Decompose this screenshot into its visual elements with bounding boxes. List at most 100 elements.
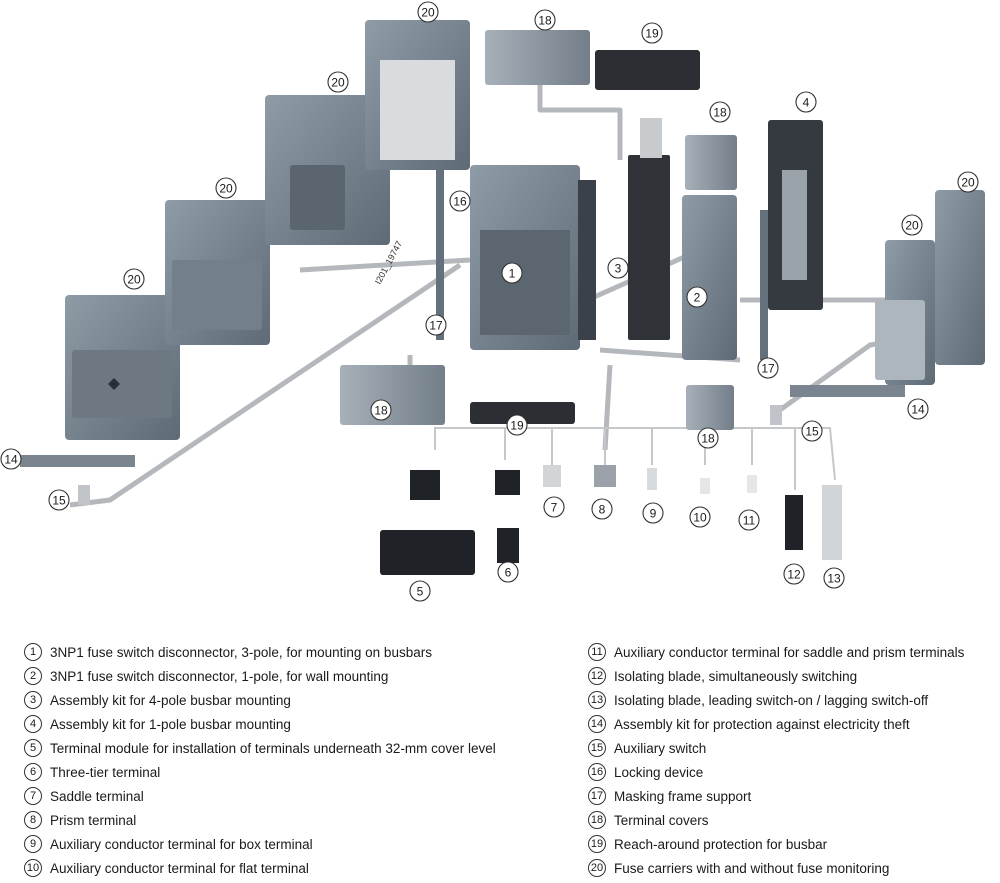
legend-text: Locking device (614, 764, 704, 780)
callout-18: 18 (709, 101, 731, 123)
legend-item-6: 6 Three-tier terminal (24, 760, 584, 784)
fuse-switch-1-pole (682, 135, 737, 430)
masking-frame-support-left (436, 170, 444, 340)
callout-1: 1 (501, 262, 523, 284)
callout-8: 8 (591, 498, 613, 520)
legend-number: 9 (24, 835, 42, 853)
callout-9: 9 (642, 502, 664, 524)
legend-number: 6 (24, 763, 42, 781)
legend-text: Saddle terminal (50, 788, 144, 804)
callout-20: 20 (417, 1, 439, 23)
svg-text:20: 20 (905, 219, 919, 233)
assembly-kit-4-pole (628, 118, 670, 340)
legend-number: 17 (588, 787, 606, 805)
theft-protection-kit-left (20, 455, 135, 467)
svg-text:16: 16 (453, 195, 467, 209)
callout-12: 12 (783, 563, 805, 585)
svg-text:8: 8 (599, 503, 606, 517)
callout-5: 5 (409, 580, 431, 602)
callout-17: 17 (757, 357, 779, 379)
legend-number: 5 (24, 739, 42, 757)
fuse-carrier-right-1 (875, 240, 935, 385)
legend-number: 14 (588, 715, 606, 733)
callout-18: 18 (370, 399, 392, 421)
callout-18: 18 (534, 9, 556, 31)
callout-15: 15 (48, 489, 70, 511)
callout-15: 15 (801, 420, 823, 442)
svg-text:2: 2 (694, 291, 701, 305)
legend-number: 7 (24, 787, 42, 805)
legend-text: Terminal covers (614, 812, 709, 828)
prism-terminal (594, 465, 616, 487)
callout-4: 4 (795, 91, 817, 113)
assembly-kit-1-pole (768, 120, 823, 310)
legend-text: Auxiliary conductor terminal for flat te… (50, 860, 309, 876)
callout-7: 7 (543, 496, 565, 518)
legend-item-18: 18 Terminal covers (588, 808, 998, 832)
svg-text:19: 19 (645, 27, 659, 41)
callout-14: 14 (907, 398, 929, 420)
masking-frame-support-right (760, 210, 768, 360)
legend-number: 10 (24, 859, 42, 877)
legend-text: Three-tier terminal (50, 764, 161, 780)
legend-text: Isolating blade, simultaneously switchin… (614, 668, 858, 684)
legend-number: 2 (24, 667, 42, 685)
legend-number: 12 (588, 667, 606, 685)
svg-text:20: 20 (219, 182, 233, 196)
svg-text:7: 7 (551, 501, 558, 515)
legend-number: 11 (588, 643, 606, 661)
callout-3: 3 (607, 257, 629, 279)
svg-text:20: 20 (331, 76, 345, 90)
callout-19: 19 (506, 414, 528, 436)
callout-10: 10 (689, 506, 711, 528)
svg-text:17: 17 (429, 319, 443, 333)
legend-item-16: 16 Locking device (588, 760, 998, 784)
terminal-module (380, 470, 475, 575)
callout-20: 20 (123, 268, 145, 290)
legend-number: 4 (24, 715, 42, 733)
legend-number: 1 (24, 643, 42, 661)
legend-column-left: 1 3NP1 fuse switch disconnector, 3-pole, … (24, 640, 584, 880)
svg-text:17: 17 (761, 362, 775, 376)
isolating-blade-simultaneous (785, 495, 803, 550)
legend-text: Auxiliary conductor terminal for box ter… (50, 836, 313, 852)
svg-text:5: 5 (417, 585, 424, 599)
legend-item-1: 1 3NP1 fuse switch disconnector, 3-pole, … (24, 640, 584, 664)
svg-text:15: 15 (805, 425, 819, 439)
aux-terminal-saddle-prism (747, 475, 757, 493)
terminal-cover-bottom (340, 365, 445, 425)
svg-text:9: 9 (650, 507, 657, 521)
legend-text: Assembly kit for protection against elec… (614, 716, 910, 732)
legend-number: 15 (588, 739, 606, 757)
svg-text:20: 20 (961, 176, 975, 190)
svg-text:11: 11 (743, 514, 756, 528)
fuse-switch-3-pole (470, 165, 596, 350)
legend-number: 18 (588, 811, 606, 829)
legend-text: Reach-around protection for busbar (614, 836, 828, 852)
svg-text:13: 13 (827, 572, 841, 586)
fuse-carrier-open (365, 20, 470, 170)
callout-20: 20 (327, 71, 349, 93)
legend-text: 3NP1 fuse switch disconnector, 3-pole, f… (50, 644, 432, 660)
reach-around-protection-top (595, 50, 700, 90)
legend-text: Assembly kit for 4-pole busbar mounting (50, 692, 291, 708)
legend-number: 16 (588, 763, 606, 781)
callout-18: 18 (697, 427, 719, 449)
svg-text:19: 19 (510, 419, 524, 433)
fuse-carrier-3 (265, 95, 390, 245)
svg-text:18: 18 (538, 14, 552, 28)
legend-item-7: 7 Saddle terminal (24, 784, 584, 808)
callout-20: 20 (957, 171, 979, 193)
legend-text: Auxiliary switch (614, 740, 707, 756)
callout-19: 19 (641, 22, 663, 44)
legend-item-14: 14 Assembly kit for protection against el… (588, 712, 998, 736)
legend-item-15: 15 Auxiliary switch (588, 736, 998, 760)
svg-text:18: 18 (374, 404, 388, 418)
